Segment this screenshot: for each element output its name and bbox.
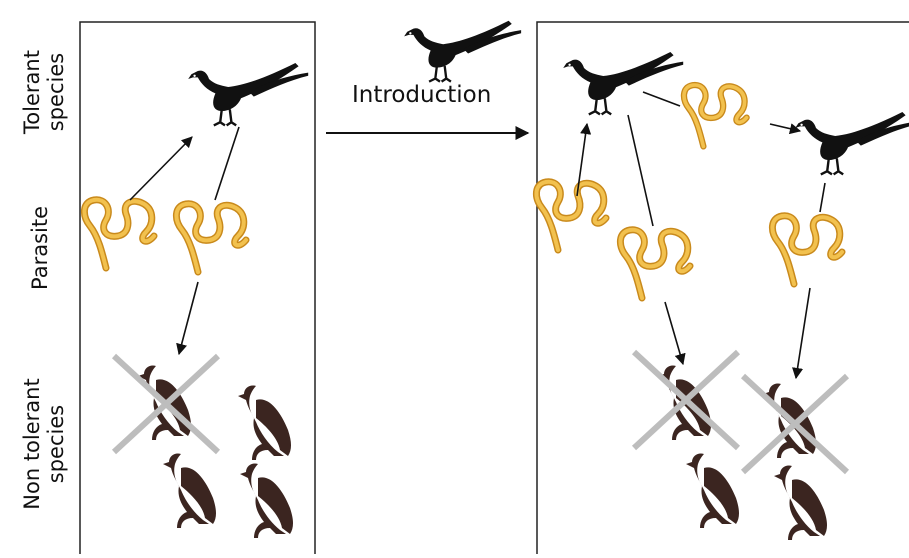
arrow-spillover	[176, 281, 199, 356]
grouse-icon	[686, 453, 739, 528]
after-panel	[536, 21, 909, 558]
grouse-icon	[240, 463, 293, 538]
link-host-parasite	[819, 182, 826, 213]
parasite-worm-icon	[684, 85, 747, 146]
arrow-parasite-to-host	[769, 123, 802, 135]
parasite-worm-icon	[620, 230, 690, 298]
link-host-parasite	[627, 114, 654, 227]
cross-out-icon	[114, 356, 218, 452]
tolerant-pheasant-icon	[562, 50, 685, 116]
row-label-tolerant: Tolerant species	[20, 50, 68, 134]
cross-out-icon	[634, 352, 738, 448]
grouse-icon	[774, 465, 827, 540]
arrow-parasite-to-host	[129, 136, 193, 201]
parasite-worm-icon	[536, 182, 606, 250]
link-host-parasite	[642, 91, 681, 107]
introduction-label: Introduction	[352, 82, 492, 108]
arrow-parasite-to-host	[576, 122, 592, 197]
parasite-worm-icon	[176, 204, 246, 272]
cross-out-icon	[743, 376, 847, 472]
parasite-worm-icon	[84, 200, 154, 268]
grouse-icon	[163, 453, 216, 528]
before-panel	[79, 21, 316, 558]
arrow-spillover	[792, 287, 811, 380]
parasite-worm-icon	[772, 216, 842, 284]
introduced-pheasant-icon	[402, 19, 523, 83]
arrow-spillover	[664, 301, 686, 366]
row-label-parasite: Parasite	[28, 205, 52, 291]
row-label-non-tolerant: Non tolerant species	[20, 378, 68, 510]
link-host-parasite	[214, 126, 240, 201]
grouse-icon	[238, 385, 291, 460]
tolerant-pheasant-icon	[794, 110, 909, 176]
tolerant-pheasant-icon	[186, 61, 310, 127]
